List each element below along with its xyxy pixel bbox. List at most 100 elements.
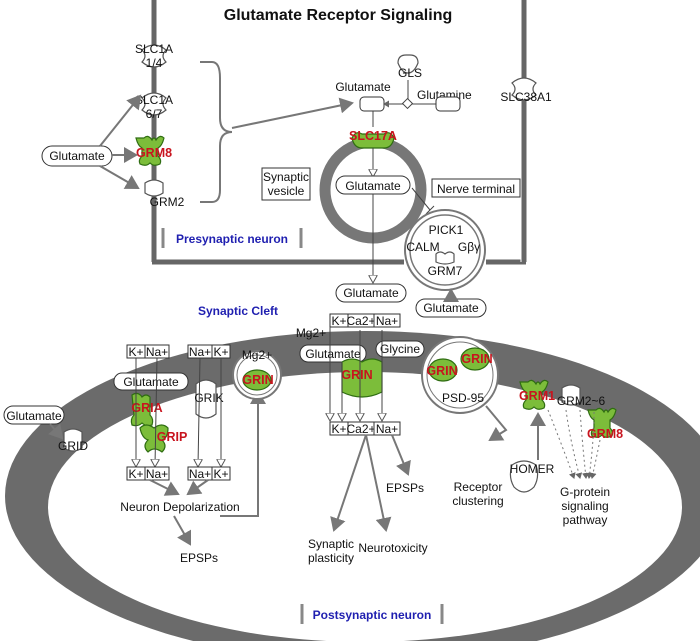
grm26-icon (561, 384, 581, 406)
homer-icon (509, 460, 539, 493)
receptor-clustering-label2: clustering (452, 494, 503, 508)
grm7-label: GRM7 (428, 264, 463, 278)
presynaptic-label-box (163, 228, 301, 248)
out1-k: K+ (128, 467, 143, 481)
arrow-glu-slc1a67 (99, 94, 142, 147)
epsps-left-label: EPSPs (180, 551, 218, 565)
gria-label: GRIA (131, 401, 162, 415)
grm7-icon (435, 251, 455, 265)
grin-center-icon (341, 358, 383, 398)
postsynaptic-label-box (302, 604, 442, 624)
slc38a1-label: SLC38A1 (500, 90, 552, 104)
gls-icon (397, 54, 419, 74)
grid-label: GRID (58, 439, 88, 453)
glutamate-release-label: Glutamate (343, 286, 399, 300)
synaptic-vesicle-label2: vesicle (268, 184, 305, 198)
grin-left-icon (242, 369, 272, 391)
grm1-label: GRM1 (519, 389, 555, 403)
synaptic-plasticity-label1: Synaptic (308, 537, 354, 551)
slc1a-14-label1: SLC1A (135, 42, 173, 56)
grm8-presynaptic-icon (135, 135, 165, 166)
postsynaptic-neuron-label: Postsynaptic neuron (313, 608, 432, 622)
cleft-ca: Ca2+ (346, 314, 375, 328)
cleft-mg: Mg2+ (296, 326, 326, 340)
neuron-depolarization-label: Neuron Depolarization (120, 500, 239, 514)
grm26-label: GRM2~6 (557, 394, 606, 408)
calm-label: CALM (406, 240, 439, 254)
cleft-k: K+ (331, 314, 346, 328)
presynaptic-membrane (150, 0, 527, 265)
gria-icon (130, 392, 154, 427)
cleft-glycine: Glycine (380, 342, 420, 356)
psd95-label: PSD-95 (442, 391, 484, 405)
glutamate-grid-node (3, 405, 65, 425)
presynaptic-neuron-label: Presynaptic neuron (176, 232, 288, 246)
out2-na: Na+ (189, 467, 211, 481)
homer-label: HOMER (510, 462, 555, 476)
glutamate-top-box (359, 96, 385, 112)
gls-label: GLS (398, 66, 422, 80)
out3-k: K+ (331, 422, 346, 436)
out3-na: Na+ (376, 422, 398, 436)
gprotein-label1: G-protein (560, 485, 610, 499)
out1-na: Na+ (146, 467, 168, 481)
grin-left-label: GRIN (242, 373, 273, 387)
glutamate-left-label: Glutamate (49, 149, 105, 163)
synaptic-vesicle-label1: Synaptic (263, 170, 309, 184)
glutamate-gria-node (113, 372, 189, 391)
grik-na-top: Na+ (189, 345, 211, 359)
gprotein-label2: signaling (561, 499, 608, 513)
glutamate-top-label: Glutamate (335, 80, 391, 94)
grin-psd2-label: GRIN (461, 352, 492, 366)
slc1a-14-label2: 1/4 (146, 56, 163, 70)
synaptic-cleft-label: Synaptic Cleft (198, 304, 278, 318)
grm8-presynaptic-label: GRM8 (136, 146, 172, 160)
glutamate-grid-label: Glutamate (6, 409, 62, 423)
grin-psd2-icon (460, 347, 490, 371)
neurotoxicity-label: Neurotoxicity (358, 541, 427, 555)
nerve-terminal-label: Nerve terminal (437, 182, 515, 196)
grin-psd1-label: GRIN (426, 364, 457, 378)
glutamate-release-node (335, 283, 407, 303)
arrow-glu-grm2 (99, 165, 140, 190)
gby-label: Gβγ (458, 240, 480, 254)
slc1a-67-icon (141, 92, 167, 116)
grin-psd1-icon (428, 358, 458, 382)
cleft-glycine-node (375, 340, 425, 358)
grm1-icon (519, 379, 549, 410)
gprotein-label3: pathway (563, 513, 608, 527)
out3-ca: Ca2+ (346, 422, 375, 436)
synaptic-vesicle-box (261, 167, 311, 201)
epsps-center-label: EPSPs (386, 481, 424, 495)
grin-mg-label: Mg2+ (242, 348, 272, 362)
grm2-label: GRM2 (150, 195, 185, 209)
gria-k-top: K+ (128, 345, 143, 359)
grin-center-label: GRIN (341, 368, 372, 382)
grik-icon (195, 379, 217, 419)
glutamine-box (435, 96, 461, 112)
grm2-icon (144, 179, 164, 197)
bracket (200, 61, 233, 203)
glutamate-vesicle-label: Glutamate (345, 179, 401, 193)
slc17a-label: SLC17A (349, 129, 397, 143)
nerve-terminal-box (431, 178, 521, 198)
diagram-title: Glutamate Receptor Signaling (224, 7, 452, 24)
slc1a-67-label1: SLC1A (135, 93, 173, 107)
slc17a-icon (351, 132, 395, 149)
out2-k: K+ (213, 467, 228, 481)
arrow-bracket-glutamate (231, 97, 354, 129)
cleft-na: Na+ (376, 314, 398, 328)
grm8-postsynaptic-label: GRM8 (587, 427, 623, 441)
cleft-glutamate: Glutamate (305, 347, 361, 361)
slc1a-67-label2: 6/7 (146, 107, 163, 121)
glutamate-grm7-label: Glutamate (423, 301, 479, 315)
synaptic-plasticity-label2: plasticity (308, 551, 354, 565)
slc38a1-icon (511, 77, 537, 101)
receptor-clustering-label1: Receptor (454, 480, 503, 494)
grm8-postsynaptic-icon (587, 407, 617, 438)
grip-label: GRIP (157, 430, 188, 444)
glutamate-gria-label: Glutamate (123, 375, 179, 389)
slc1a-14-icon (141, 44, 167, 68)
